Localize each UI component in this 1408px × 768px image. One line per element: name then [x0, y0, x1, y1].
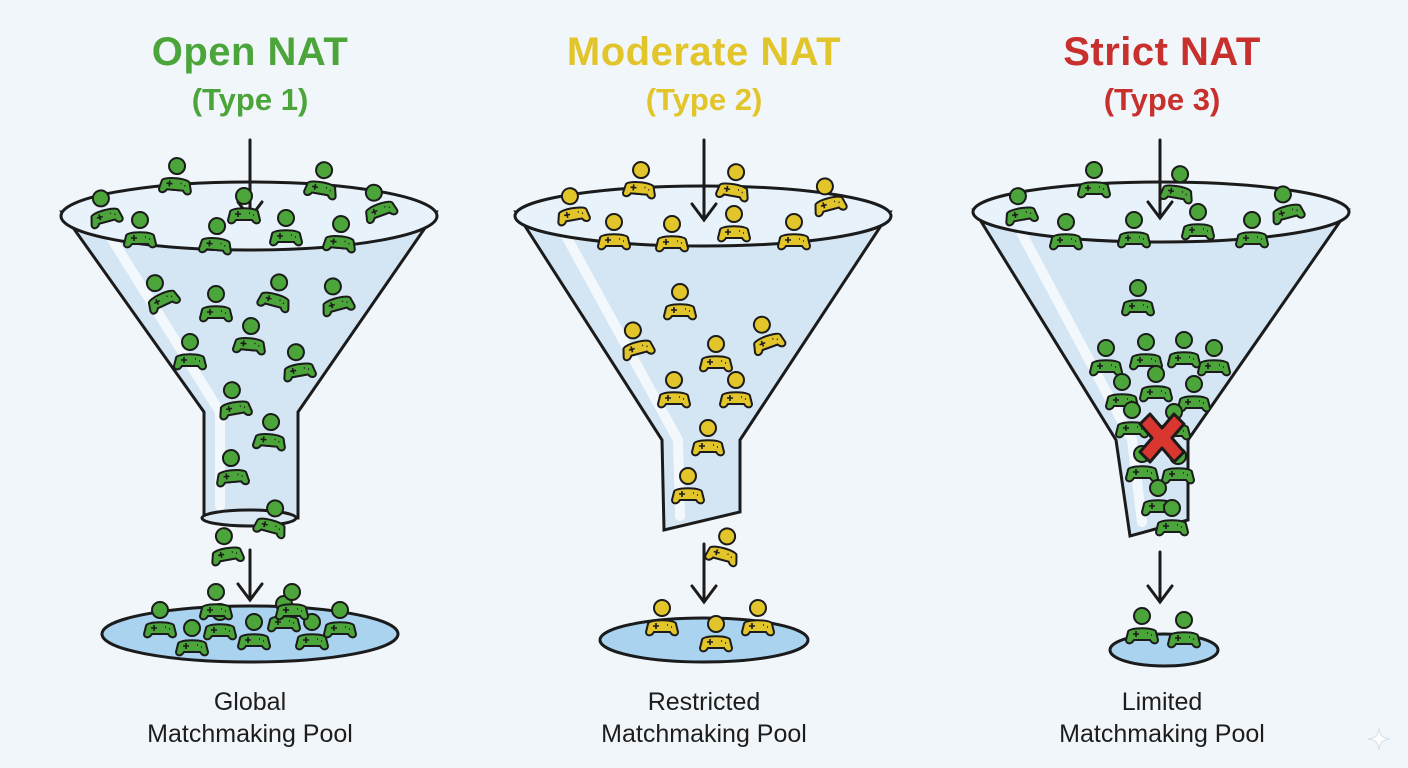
gamer-with-controller-icon: [1154, 499, 1190, 537]
panel-moderate-nat: Moderate NAT (Type 2) Restricted Matchma…: [494, 0, 914, 768]
panel-strict-nat: Strict NAT (Type 3) Limited Matchmaking …: [952, 0, 1372, 768]
pool-label: Global Matchmaking Pool: [40, 686, 460, 750]
gamer-with-controller-icon: [145, 274, 181, 315]
panel-title: Open NAT: [151, 30, 349, 74]
gamer-with-controller-icon: [704, 527, 738, 568]
panel-title: Strict NAT: [1063, 30, 1261, 74]
gamer-with-controller-icon: [814, 177, 848, 218]
gamer-with-controller-icon: [1159, 165, 1193, 205]
gamer-with-controller-icon: [226, 187, 262, 225]
gamer-with-controller-icon: [654, 215, 690, 253]
panel-subtitle: (Type 2): [645, 82, 763, 117]
moderate-nat-funnel-diagram: [513, 138, 893, 664]
red-x-block-icon: [1138, 412, 1186, 464]
gamer-with-controller-icon: [322, 601, 358, 639]
gamer-with-controller-icon: [1116, 211, 1152, 249]
gamer-with-controller-icon: [252, 499, 286, 540]
gamer-with-controller-icon: [698, 615, 734, 653]
gamer-with-controller-icon: [1076, 161, 1112, 199]
gamer-with-controller-icon: [1120, 279, 1156, 317]
gamer-with-controller-icon: [1138, 365, 1174, 403]
pool-label-line2: Matchmaking Pool: [147, 720, 353, 748]
gamer-with-controller-icon: [174, 619, 210, 657]
strict-nat-funnel-diagram: [971, 138, 1351, 668]
gamer-with-controller-icon: [303, 161, 337, 201]
gamer-with-controller-icon: [718, 371, 754, 409]
down-arrow-icon: [1146, 138, 1174, 221]
gamer-with-controller-icon: [172, 333, 208, 371]
gamer-with-controller-icon: [596, 213, 632, 251]
down-arrow-icon: [1146, 550, 1174, 605]
gamer-with-controller-icon: [322, 215, 356, 254]
gamer-with-controller-icon: [236, 613, 272, 651]
down-arrow-icon: [236, 548, 264, 603]
panel-subtitle: (Type 1): [191, 82, 309, 117]
pool-label-line1: Limited: [1121, 688, 1203, 716]
pool-label-line2: Matchmaking Pool: [1059, 720, 1265, 748]
pool-label-line1: Restricted: [647, 688, 761, 716]
gamer-with-controller-icon: [1180, 203, 1216, 241]
gamer-with-controller-icon: [1196, 339, 1232, 377]
gamer-with-controller-icon: [322, 277, 356, 318]
gamer-with-controller-icon: [1104, 373, 1140, 411]
player-icons: [1005, 161, 1306, 649]
gamer-with-controller-icon: [662, 283, 698, 321]
gamer-with-controller-icon: [1124, 607, 1160, 645]
panel-subtitle: (Type 3): [1103, 82, 1221, 117]
gamer-with-controller-icon: [690, 419, 726, 457]
gamer-with-controller-icon: [1048, 213, 1084, 251]
gamer-with-controller-icon: [216, 449, 250, 488]
pool-label-line1: Global: [213, 688, 287, 716]
panel-open-nat: Open NAT (Type 1) Global Matchmaking Poo…: [40, 0, 460, 768]
down-arrow-icon: [690, 138, 718, 223]
gamer-with-controller-icon: [1272, 185, 1306, 226]
gamer-with-controller-icon: [557, 187, 591, 227]
gamer-with-controller-icon: [90, 189, 124, 230]
gamer-with-controller-icon: [198, 583, 234, 621]
gamer-with-controller-icon: [256, 273, 290, 314]
gamer-with-controller-icon: [715, 163, 749, 203]
panel-title: Moderate NAT: [566, 30, 842, 74]
down-arrow-icon: [690, 542, 718, 605]
gamer-with-controller-icon: [364, 183, 399, 225]
gamer-with-controller-icon: [670, 467, 706, 505]
pool-label: Restricted Matchmaking Pool: [494, 686, 914, 750]
gamer-with-controller-icon: [622, 321, 656, 362]
gamer-with-controller-icon: [698, 335, 734, 373]
gamer-with-controller-icon: [232, 317, 266, 356]
gamer-with-controller-icon: [740, 599, 776, 637]
gamer-with-controller-icon: [644, 599, 680, 637]
gamer-with-controller-icon: [268, 209, 304, 247]
pool-label: Limited Matchmaking Pool: [952, 686, 1372, 750]
gamer-with-controller-icon: [283, 343, 317, 383]
gamer-with-controller-icon: [1005, 187, 1039, 227]
gamer-with-controller-icon: [158, 157, 192, 196]
gamer-with-controller-icon: [656, 371, 692, 409]
pool-label-line2: Matchmaking Pool: [601, 720, 807, 748]
gamer-with-controller-icon: [142, 601, 178, 639]
gamer-with-controller-icon: [219, 381, 253, 421]
down-arrow-icon: [236, 138, 264, 221]
gamer-with-controller-icon: [1166, 331, 1202, 369]
gamer-with-controller-icon: [1234, 211, 1270, 249]
sparkle-icon: [1368, 728, 1390, 750]
gamer-with-controller-icon: [198, 217, 232, 256]
gamer-with-controller-icon: [752, 315, 787, 357]
gamer-with-controller-icon: [274, 583, 310, 621]
player-icons: [90, 157, 399, 657]
gamer-with-controller-icon: [716, 205, 752, 243]
gamer-with-controller-icon: [211, 527, 245, 567]
gamer-with-controller-icon: [198, 285, 234, 323]
player-icons: [557, 161, 848, 653]
gamer-with-controller-icon: [776, 213, 812, 251]
open-nat-funnel-diagram: [59, 138, 439, 664]
gamer-with-controller-icon: [622, 161, 656, 200]
gamer-with-controller-icon: [1166, 611, 1202, 649]
gamer-with-controller-icon: [252, 413, 286, 452]
gamer-with-controller-icon: [122, 211, 158, 249]
